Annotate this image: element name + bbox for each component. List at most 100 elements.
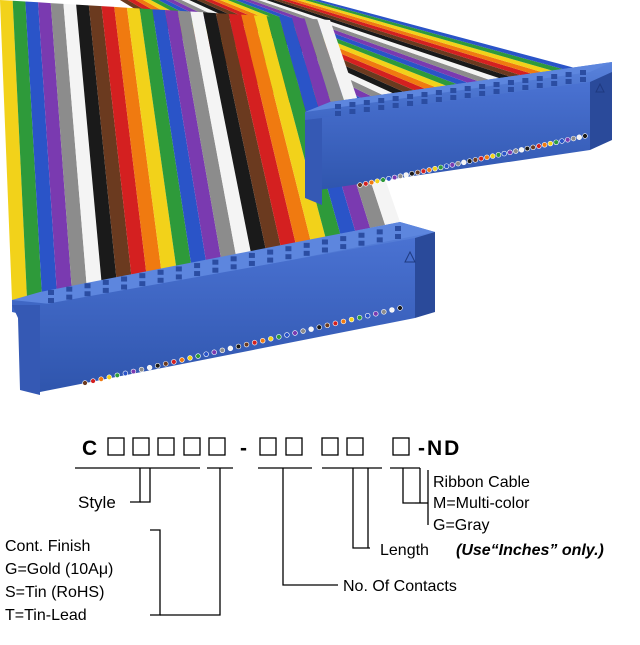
contact-hole — [395, 234, 401, 239]
wire-end — [559, 138, 565, 144]
wire-end — [114, 372, 121, 379]
contact-hole — [340, 236, 347, 242]
wire-end — [292, 330, 298, 336]
wire-end — [381, 309, 387, 315]
contact-hole — [464, 93, 471, 98]
wire-end — [443, 163, 450, 169]
wire-end — [547, 140, 554, 147]
label-contacts: No. Of Contacts — [343, 578, 457, 595]
ribbon-wire — [215, 13, 281, 250]
contact-hole — [321, 239, 328, 245]
ribbon-wire — [296, 0, 569, 77]
label-style: Style — [78, 493, 116, 512]
connector-bottom — [12, 222, 435, 395]
connector-top — [305, 62, 612, 205]
label-cont-finish: Cont. Finish — [5, 538, 90, 555]
contact-hole — [407, 94, 414, 99]
contact-hole — [358, 240, 365, 246]
contact-hole — [194, 271, 201, 277]
wire-end — [564, 137, 571, 143]
wire-end — [432, 165, 438, 172]
contact-hole — [157, 269, 164, 275]
wire-end — [438, 164, 444, 171]
ribbon-wire — [38, 2, 72, 292]
wire-end — [478, 155, 484, 162]
wire-end — [235, 343, 242, 350]
contact-hole — [194, 263, 201, 269]
contact-hole — [66, 286, 73, 292]
wire-end — [484, 154, 490, 161]
contact-hole — [248, 252, 255, 258]
contact-hole — [212, 267, 219, 273]
label-length: Length — [380, 542, 429, 559]
ribbon-wire — [12, 0, 42, 298]
ribbon-wire — [25, 1, 57, 295]
contact-hole — [285, 254, 292, 260]
wire-end — [397, 173, 404, 179]
ribbon-wire — [76, 4, 117, 282]
ribbon-wire — [177, 10, 236, 259]
contact-hole — [175, 274, 182, 280]
wire-end — [472, 157, 479, 163]
part-suffix: -ND — [418, 437, 461, 460]
wire-end — [541, 142, 548, 148]
connector-bottom-holes — [48, 226, 401, 303]
contact-hole — [580, 70, 586, 75]
wire-end — [368, 179, 375, 186]
contact-hole — [565, 79, 572, 84]
wire-end — [251, 339, 258, 346]
length-note: (Use“Inches” only.) — [456, 542, 604, 559]
contact-hole — [507, 87, 514, 92]
contact-hole — [395, 226, 401, 231]
contact-hole — [212, 259, 219, 265]
wire-end — [420, 168, 427, 174]
code-box-10 — [392, 437, 410, 456]
contact-hole — [121, 284, 128, 290]
code-box-4 — [183, 437, 201, 456]
contact-hole — [84, 283, 91, 289]
wire-end — [82, 380, 88, 386]
code-box-2 — [132, 437, 150, 456]
wire-end — [227, 345, 234, 352]
contact-hole — [303, 250, 310, 256]
wire-end — [373, 311, 379, 317]
wire-end — [259, 337, 266, 344]
contact-hole — [230, 264, 237, 270]
ribbon-wire — [152, 9, 206, 264]
contact-hole — [376, 237, 383, 243]
wire-end — [414, 169, 421, 176]
contact-hole — [493, 82, 500, 87]
contact-hole — [421, 99, 428, 104]
wire-end — [397, 305, 403, 311]
ribbon-wire — [304, 0, 580, 76]
wire-end — [386, 176, 392, 182]
contact-hole — [139, 281, 146, 287]
wire-end — [195, 353, 201, 359]
wire-end — [389, 307, 395, 313]
contact-hole — [248, 260, 255, 266]
code-box-5 — [208, 437, 226, 456]
ribbon-wire — [203, 12, 266, 252]
code-box-group-1 — [107, 437, 226, 456]
contact-hole — [479, 84, 486, 89]
wire-end — [146, 364, 153, 371]
code-box-8 — [321, 437, 339, 456]
contact-hole — [551, 74, 558, 79]
ribbon-wire — [165, 10, 221, 261]
contact-hole — [522, 85, 529, 90]
ribbon-wire — [228, 13, 296, 246]
contact-hole — [536, 83, 543, 88]
contact-hole — [450, 88, 457, 93]
contact-hole — [321, 247, 328, 253]
contact-hole — [48, 298, 54, 303]
wire-end — [340, 318, 347, 325]
leader-lines — [130, 468, 429, 616]
contact-hole — [48, 290, 54, 295]
contact-hole — [421, 92, 428, 97]
contact-hole — [230, 256, 237, 262]
option-tin-lead: T=Tin-Lead — [5, 607, 87, 624]
ribbon-wire — [190, 11, 251, 255]
ribbon-wire — [63, 3, 102, 285]
